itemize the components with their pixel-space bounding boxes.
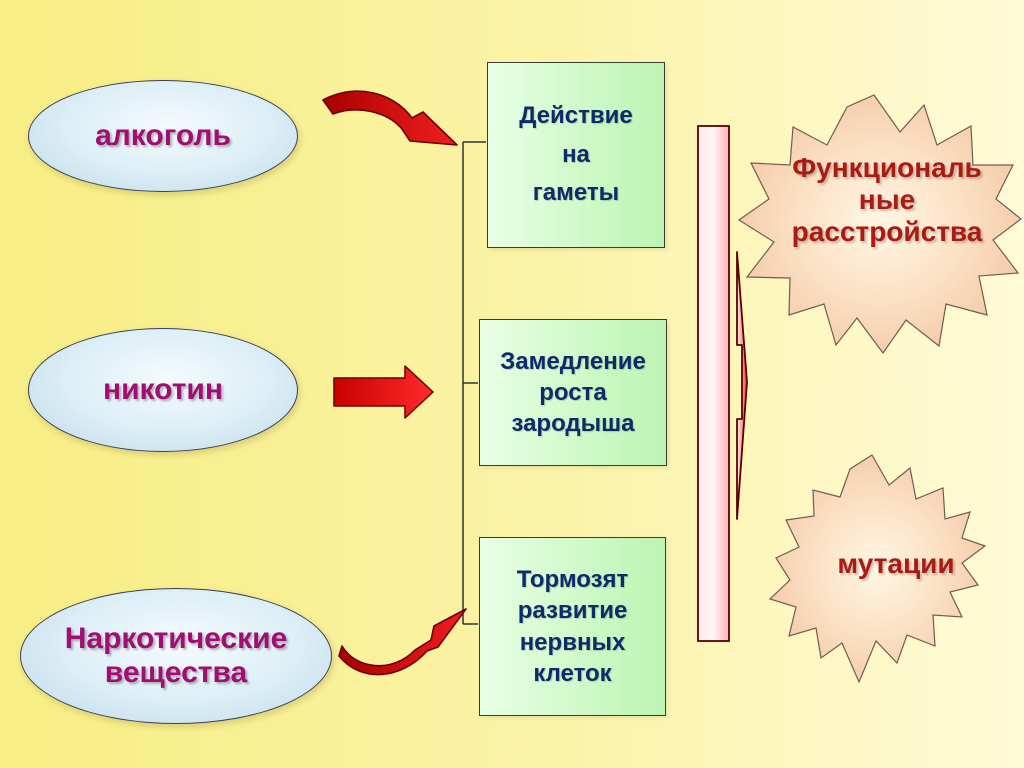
- straight-arrow-nicotine: [333, 365, 434, 419]
- source-alcohol-label: алкоголь: [95, 118, 231, 152]
- large-right-arrow: [736, 251, 748, 520]
- source-nicotine-oval: никотин: [28, 328, 298, 452]
- source-nicotine-label: никотин: [102, 372, 223, 406]
- curved-arrow-narcotics: [338, 608, 467, 676]
- vertical-bar: [697, 125, 730, 642]
- curved-arrow-alcohol: [322, 90, 458, 146]
- source-alcohol-oval: алкоголь: [28, 80, 298, 192]
- outcome-mutations-label: мутации: [837, 548, 955, 579]
